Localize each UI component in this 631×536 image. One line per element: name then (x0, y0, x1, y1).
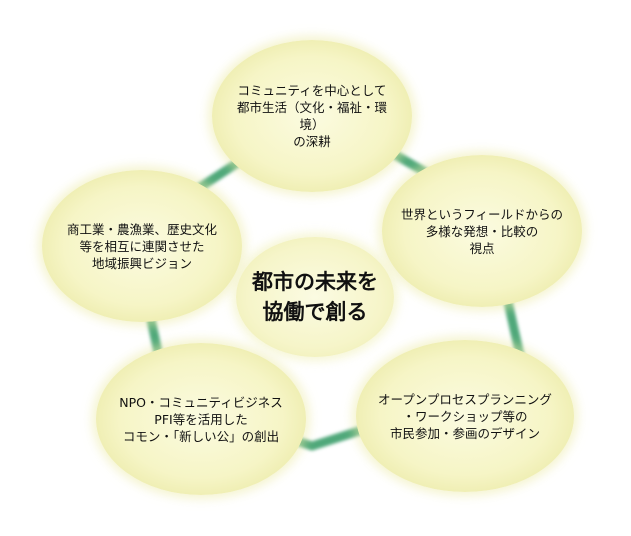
node-global-perspective: 世界というフィールドからの 多様な発想・比較の 視点 (382, 155, 582, 307)
node-regional-promotion: 商工業・農漁業、歴史文化 等を相互に連関させた 地域振興ビジョン (42, 170, 242, 322)
node-regional-promotion-label: 商工業・農漁業、歴史文化 等を相互に連関させた 地域振興ビジョン (66, 221, 217, 271)
node-community-label: コミュニティを中心として 都市生活（文化・福祉・環境） の深耕 (236, 83, 387, 149)
node-global-perspective-label: 世界というフィールドからの 多様な発想・比較の 視点 (400, 206, 563, 256)
node-open-process-planning: オープンプロセスプランニング ・ワークショップ等の 市民参加・参画のデザイン (356, 340, 574, 492)
center-theme-label: 都市の未来を 協働で創る (252, 270, 378, 324)
node-community: コミュニティを中心として 都市生活（文化・福祉・環境） の深耕 (212, 40, 412, 192)
center-theme: 都市の未来を 協働で創る (236, 237, 394, 357)
node-npo-community-business-label: NPO・コミュニティビジネス PFI等を活用した コモン・「新しい公」の創出 (119, 394, 283, 444)
node-npo-community-business: NPO・コミュニティビジネス PFI等を活用した コモン・「新しい公」の創出 (96, 343, 306, 495)
node-open-process-planning-label: オープンプロセスプランニング ・ワークショップ等の 市民参加・参画のデザイン (378, 391, 552, 441)
